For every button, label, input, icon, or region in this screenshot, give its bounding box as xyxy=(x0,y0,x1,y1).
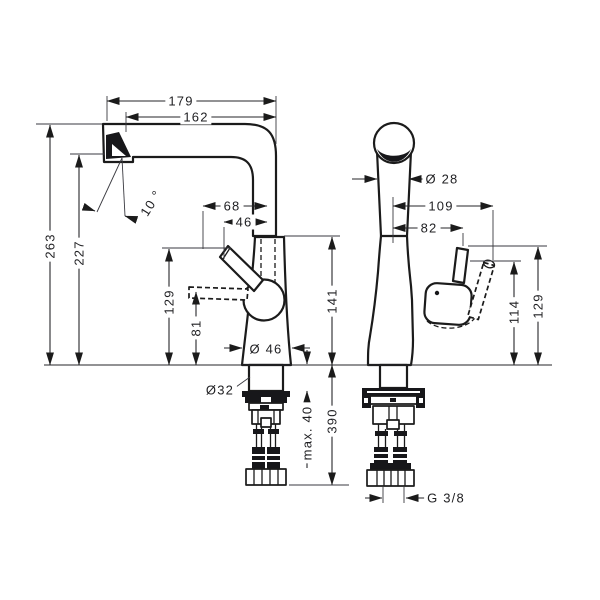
dim-label-thread: G 3/8 xyxy=(424,490,468,506)
dim-label-hose-length: 390 xyxy=(324,405,340,437)
dim-label-total-height: 263 xyxy=(42,230,58,262)
dim-label-shank-diameter: Ø32 xyxy=(202,382,238,398)
right-view-mounting xyxy=(362,363,425,487)
dim-label-lever-up-height: 129 xyxy=(161,286,177,318)
dim-label-offset-68: 68 xyxy=(220,198,244,214)
spout-shadow xyxy=(377,149,411,162)
dim-label-handle-reach: 109 xyxy=(425,198,457,214)
dim-label-spout-diameter: Ø 28 xyxy=(422,171,462,187)
dim-label-body-height: 141 xyxy=(324,285,340,317)
dim-label-offset-46: 46 xyxy=(232,214,256,230)
dim-label-lever-up-height-right: 129 xyxy=(530,290,546,322)
dim-label-aerator-reach: 162 xyxy=(180,109,212,125)
dim-label-handle-reach-inner: 82 xyxy=(417,220,441,236)
dim-label-lever-flat-height: 81 xyxy=(188,316,204,340)
dim-label-total-reach: 179 xyxy=(165,93,197,109)
dim-label-base-diameter: Ø 46 xyxy=(246,341,286,357)
right-view-outline xyxy=(366,121,496,367)
dim-label-max-counter: max. 40 xyxy=(299,402,315,464)
left-view-outline xyxy=(81,122,293,367)
left-view-mounting xyxy=(242,363,290,486)
dim-label-handle-side-height: 114 xyxy=(506,296,522,328)
dim-label-outlet-height: 227 xyxy=(71,237,87,269)
